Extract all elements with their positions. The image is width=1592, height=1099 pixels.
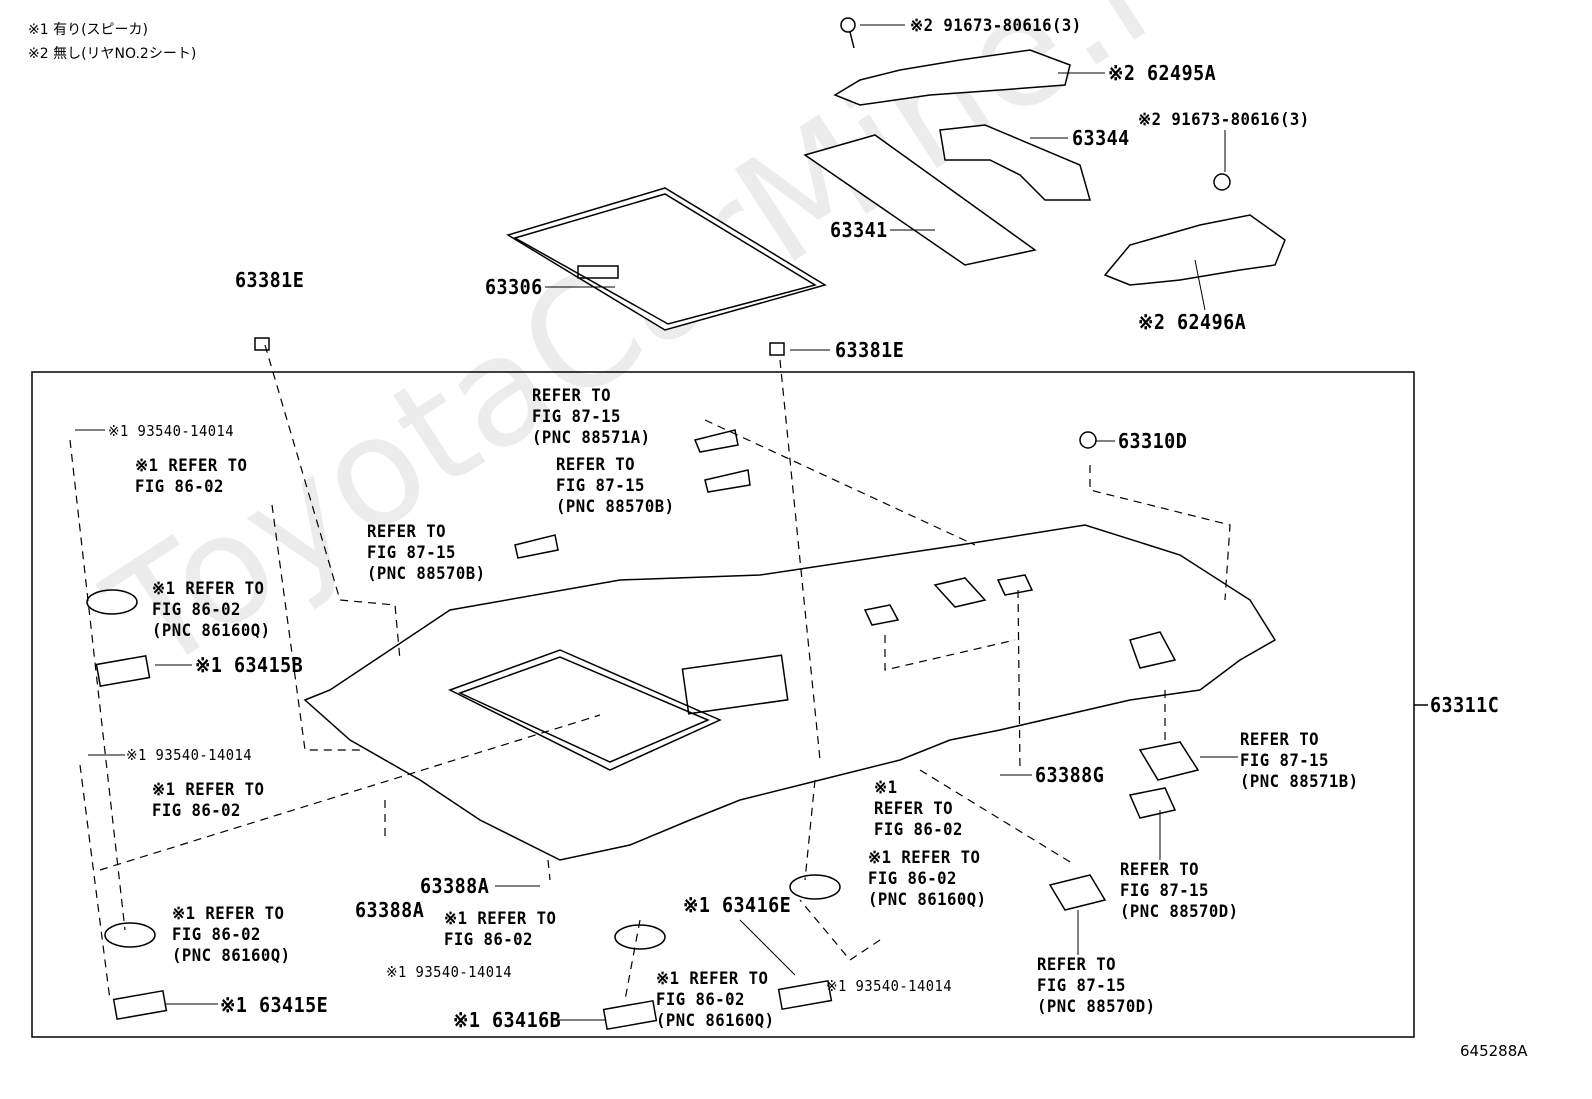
lamp-88570D-lower — [1048, 874, 1107, 911]
part-label: ※1 93540-14014 — [126, 746, 253, 764]
speaker-right — [789, 874, 841, 900]
part-label: 63341 — [830, 218, 888, 242]
part-label: ※1 93540-14014 — [826, 977, 953, 995]
speaker-left-upper — [86, 589, 138, 615]
speaker-cover-63416B — [602, 999, 658, 1031]
speaker-center — [614, 924, 666, 950]
overhead-console — [681, 654, 789, 715]
pad-63344 — [939, 124, 1091, 201]
refer-label: ※1 REFER TO FIG 86-02 — [135, 456, 248, 497]
refer-label: ※1 REFER TO FIG 86-02 (PNC 86160Q) — [656, 969, 775, 1031]
sunshade-63306 — [506, 187, 827, 331]
part-label: ※1 63416B — [453, 1008, 562, 1032]
speaker-cover-63416E — [777, 979, 833, 1011]
part-label: ※1 93540-14014 — [108, 422, 235, 440]
part-label: 63388A — [420, 874, 490, 898]
refer-label: ※1 REFER TO FIG 86-02 (PNC 86160Q) — [172, 904, 291, 966]
speaker-cover-63415B — [95, 654, 151, 688]
part-label: 63311C — [1430, 693, 1500, 717]
headliner-63311C — [303, 524, 1277, 861]
part-label: ※1 63415E — [220, 993, 329, 1017]
refer-label: REFER TO FIG 87-15 (PNC 88570D) — [1120, 860, 1239, 922]
lamp-88571B — [1138, 741, 1200, 781]
note-1: ※1 有り(スピーカ) — [28, 22, 149, 38]
speaker-left-lower — [104, 922, 156, 948]
sunroof-opening — [448, 649, 722, 771]
part-label: 63344 — [1072, 126, 1130, 150]
lamp-88570B-lower — [514, 534, 559, 559]
bracket-62496A — [1103, 214, 1286, 286]
refer-label: ※1 REFER TO FIG 86-02 (PNC 86160Q) — [868, 848, 987, 910]
screw-91673 — [840, 17, 856, 33]
clip-63381E-left — [254, 337, 270, 351]
refer-label: REFER TO FIG 87-15 (PNC 88571A) — [532, 386, 651, 448]
part-label: ※2 62496A — [1138, 310, 1247, 334]
part-label: 63381E — [835, 338, 905, 362]
part-label: 63381E — [235, 268, 305, 292]
refer-label: ※1 REFER TO FIG 86-02 — [444, 909, 557, 950]
refer-label: REFER TO FIG 87-15 (PNC 88571B) — [1240, 730, 1359, 792]
refer-label: ※1 REFER TO FIG 86-02 — [874, 778, 963, 840]
speaker-cover-63415E — [112, 989, 168, 1021]
pad-63341 — [803, 134, 1037, 266]
part-label: ※1 93540-14014 — [386, 963, 513, 981]
part-label: ※1 63415B — [195, 653, 304, 677]
screw-91673-b — [1213, 173, 1231, 191]
clip-63310D — [1079, 431, 1097, 449]
lamp-88570D-upper — [1128, 787, 1177, 819]
refer-label: ※1 REFER TO FIG 86-02 (PNC 86160Q) — [152, 579, 271, 641]
part-label: ※2 62495A — [1108, 61, 1217, 85]
lamp-88571A — [693, 429, 739, 453]
part-label: ※1 63416E — [683, 893, 792, 917]
clip-63381E-right — [769, 342, 785, 356]
part-label: 63306 — [485, 275, 543, 299]
refer-label: REFER TO FIG 87-15 (PNC 88570B) — [367, 522, 486, 584]
part-label: ※2 91673-80616(3) — [1138, 110, 1310, 130]
refer-label: REFER TO FIG 87-15 (PNC 88570B) — [556, 455, 675, 517]
part-label: 63388G — [1035, 763, 1105, 787]
bracket-62495A — [833, 49, 1071, 106]
note-2: ※2 無し(リヤNO.2シート) — [28, 46, 197, 62]
refer-label: REFER TO FIG 87-15 (PNC 88570D) — [1037, 955, 1156, 1017]
refer-label: ※1 REFER TO FIG 86-02 — [152, 780, 265, 821]
illustration-code: 645288A — [1460, 1042, 1528, 1060]
part-label: 63388A — [355, 898, 425, 922]
part-label: ※2 91673-80616(3) — [910, 16, 1082, 36]
part-label: 63310D — [1118, 429, 1188, 453]
lamp-88570B-upper — [704, 469, 751, 493]
